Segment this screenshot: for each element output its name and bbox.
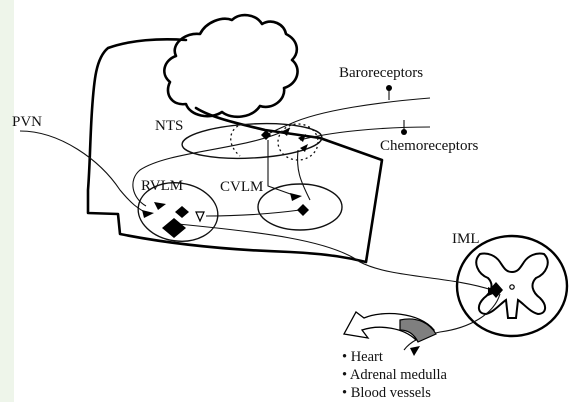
brainstem-outline [88,39,382,262]
rvlm-large-diamond [162,218,186,238]
baroreceptor-terminal [386,85,392,91]
rvlm-small-diamond [175,206,189,218]
cvlm-feedback-line [298,150,311,200]
cvlm-to-rvlm-line [206,210,300,216]
label-iml: IML [452,231,480,247]
label-cvlm: CVLM [220,179,263,195]
nts-arrow-1 [282,128,290,136]
baroreceptor-afferent [268,98,430,134]
pvn-input-line [20,131,150,214]
label-rvlm: RVLM [141,178,183,194]
efferent-arrowhead [410,346,420,356]
label-chemoreceptors: Chemoreceptors [380,138,478,154]
nts-to-rvlm-line [133,128,290,206]
target-adrenal-medulla: • Adrenal medulla [342,367,447,383]
left-edge-tint [0,0,14,402]
central-canal [510,285,514,289]
nts-to-cvlm-line [268,140,296,196]
cerebellum [164,15,297,117]
chemoreceptor-terminal [401,129,407,135]
spinal-cord-grey-matter [476,253,547,318]
rvlm-input-arrow [142,210,154,218]
cvlm-diamond [297,204,309,216]
target-heart: • Heart [342,349,383,365]
cvlm-input-arrow [290,193,302,201]
label-pvn: PVN [12,114,42,130]
nts-dashed-arc-left [231,126,240,156]
target-blood-vessels: • Blood vessels [342,385,431,401]
output-curved-arrow-shade [400,319,436,342]
spinal-cord-outline [457,236,567,336]
rvlm-inhibitory-triangle [196,212,204,221]
label-nts: NTS [155,118,183,134]
rvlm-loop-arrow [154,202,166,210]
label-baroreceptors: Baroreceptors [339,65,423,81]
